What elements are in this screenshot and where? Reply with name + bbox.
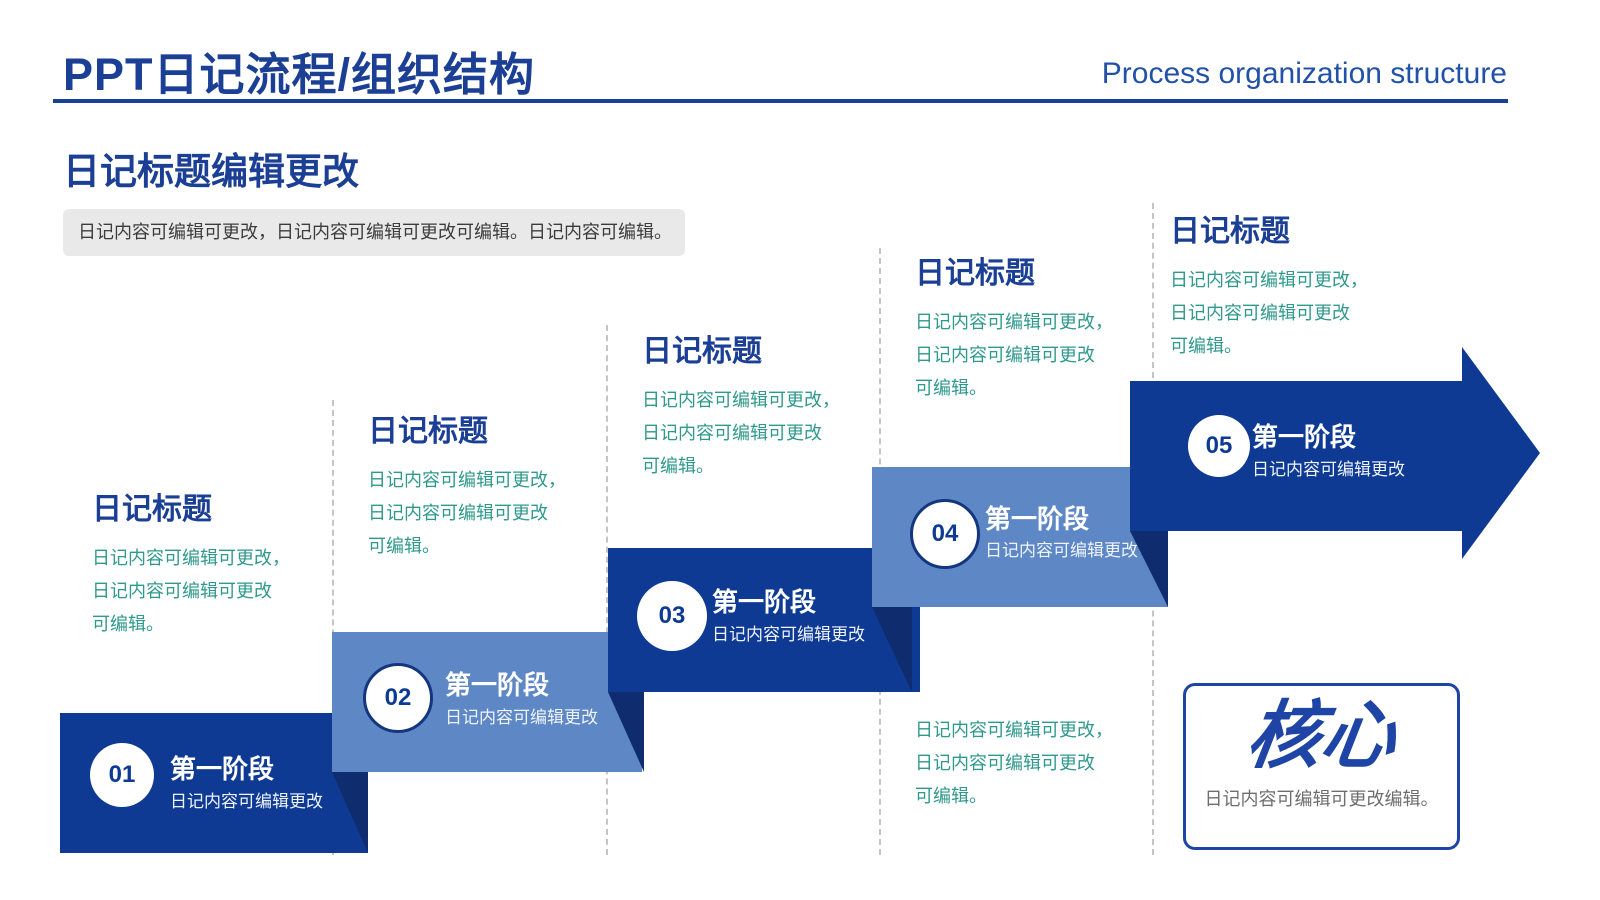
- diary-body-line: 日记内容可编辑可更改: [642, 423, 822, 443]
- diary-body-line: 日记内容可编辑可更改: [368, 503, 548, 523]
- diary-heading: 日记标题: [92, 493, 212, 526]
- intro-box: 日记内容可编辑可更改，日记内容可编辑可更改可编辑。日记内容可编辑。: [63, 209, 685, 256]
- column-1-text: 日记标题 日记内容可编辑可更改， 日记内容可编辑可更改 可编辑。: [92, 484, 290, 641]
- arrow-head-icon: [1462, 347, 1540, 559]
- diary-body-line: 日记内容可编辑可更改，: [92, 548, 290, 568]
- diary-body-line: 日记内容可编辑可更改: [1170, 303, 1350, 323]
- step-05-number-badge: 05: [1188, 415, 1250, 477]
- step-01-box: 01 第一阶段 日记内容可编辑更改: [60, 713, 368, 853]
- diary-body-line: 日记内容可编辑可更改，: [915, 720, 1113, 740]
- diary-heading: 日记标题: [915, 257, 1035, 290]
- diary-body-line: 可编辑。: [1170, 336, 1242, 356]
- dashed-divider-1: [332, 400, 334, 855]
- diary-body-line: 可编辑。: [915, 786, 987, 806]
- step-03-box: 03 第一阶段 日记内容可编辑更改: [608, 548, 920, 692]
- step-05-desc: 日记内容可编辑更改: [1252, 460, 1405, 479]
- step-number: 01: [108, 761, 136, 788]
- step-number: 04: [931, 520, 959, 547]
- step-number: 02: [384, 684, 412, 711]
- diary-body-line: 日记内容可编辑可更改，: [368, 470, 566, 490]
- section-title: 日记标题编辑更改: [63, 151, 359, 192]
- header-divider: [53, 99, 1508, 103]
- diary-heading: 日记标题: [1170, 215, 1290, 248]
- core-callout-box: 核心 日记内容可编辑可更改编辑。: [1183, 683, 1460, 850]
- step-number: 05: [1205, 432, 1233, 459]
- diary-body-line: 可编辑。: [92, 614, 164, 634]
- step-03-desc: 日记内容可编辑更改: [712, 625, 865, 644]
- diary-heading: 日记标题: [368, 415, 488, 448]
- diary-body-line: 可编辑。: [368, 536, 440, 556]
- diary-body-line: 日记内容可编辑可更改，: [1170, 270, 1368, 290]
- diary-body-line: 日记内容可编辑可更改，: [642, 390, 840, 410]
- step-04-title: 第一阶段: [985, 504, 1090, 534]
- diary-body-line: 日记内容可编辑可更改，: [915, 312, 1113, 332]
- step-02-desc: 日记内容可编辑更改: [445, 708, 598, 727]
- step-02-title: 第一阶段: [445, 670, 550, 700]
- step-03-number-badge: 03: [637, 581, 707, 651]
- step-05-title: 第一阶段: [1252, 422, 1357, 452]
- column-3-text: 日记标题 日记内容可编辑可更改， 日记内容可编辑可更改 可编辑。: [642, 326, 840, 483]
- step-01-number-badge: 01: [90, 743, 154, 807]
- step-04-box: 04 第一阶段 日记内容可编辑更改: [872, 467, 1168, 607]
- diary-body-line: 可编辑。: [915, 378, 987, 398]
- step-05-box: 05 第一阶段 日记内容可编辑更改: [1130, 347, 1540, 559]
- step-03-title: 第一阶段: [712, 587, 817, 617]
- core-desc: 日记内容可编辑可更改编辑。: [1204, 789, 1439, 809]
- step-04-number-badge: 04: [910, 499, 980, 569]
- column-4-text: 日记标题 日记内容可编辑可更改， 日记内容可编辑可更改 可编辑。: [915, 248, 1113, 405]
- column-4-note: 日记内容可编辑可更改， 日记内容可编辑可更改 可编辑。: [915, 714, 1113, 813]
- header-subtitle: Process organization structure: [1101, 57, 1507, 90]
- step-number: 03: [658, 602, 686, 629]
- diary-body-line: 日记内容可编辑可更改: [92, 581, 272, 601]
- page-title: PPT日记流程/组织结构: [63, 49, 536, 100]
- column-2-text: 日记标题 日记内容可编辑可更改， 日记内容可编辑可更改 可编辑。: [368, 406, 566, 563]
- step-02-box: 02 第一阶段 日记内容可编辑更改: [332, 632, 642, 772]
- column-5-text: 日记标题 日记内容可编辑可更改， 日记内容可编辑可更改 可编辑。: [1170, 206, 1368, 363]
- step-01-desc: 日记内容可编辑更改: [170, 792, 323, 811]
- diary-body-line: 日记内容可编辑可更改: [915, 753, 1095, 773]
- diary-body-line: 日记内容可编辑可更改: [915, 345, 1095, 365]
- dashed-divider-2: [606, 325, 608, 855]
- step-02-number-badge: 02: [363, 663, 433, 733]
- arrow-body: [1130, 381, 1462, 531]
- step-04-desc: 日记内容可编辑更改: [985, 541, 1138, 560]
- step-01-title: 第一阶段: [170, 754, 275, 784]
- diary-body-line: 可编辑。: [642, 456, 714, 476]
- diary-heading: 日记标题: [642, 335, 762, 368]
- core-title: 核心: [1241, 694, 1402, 777]
